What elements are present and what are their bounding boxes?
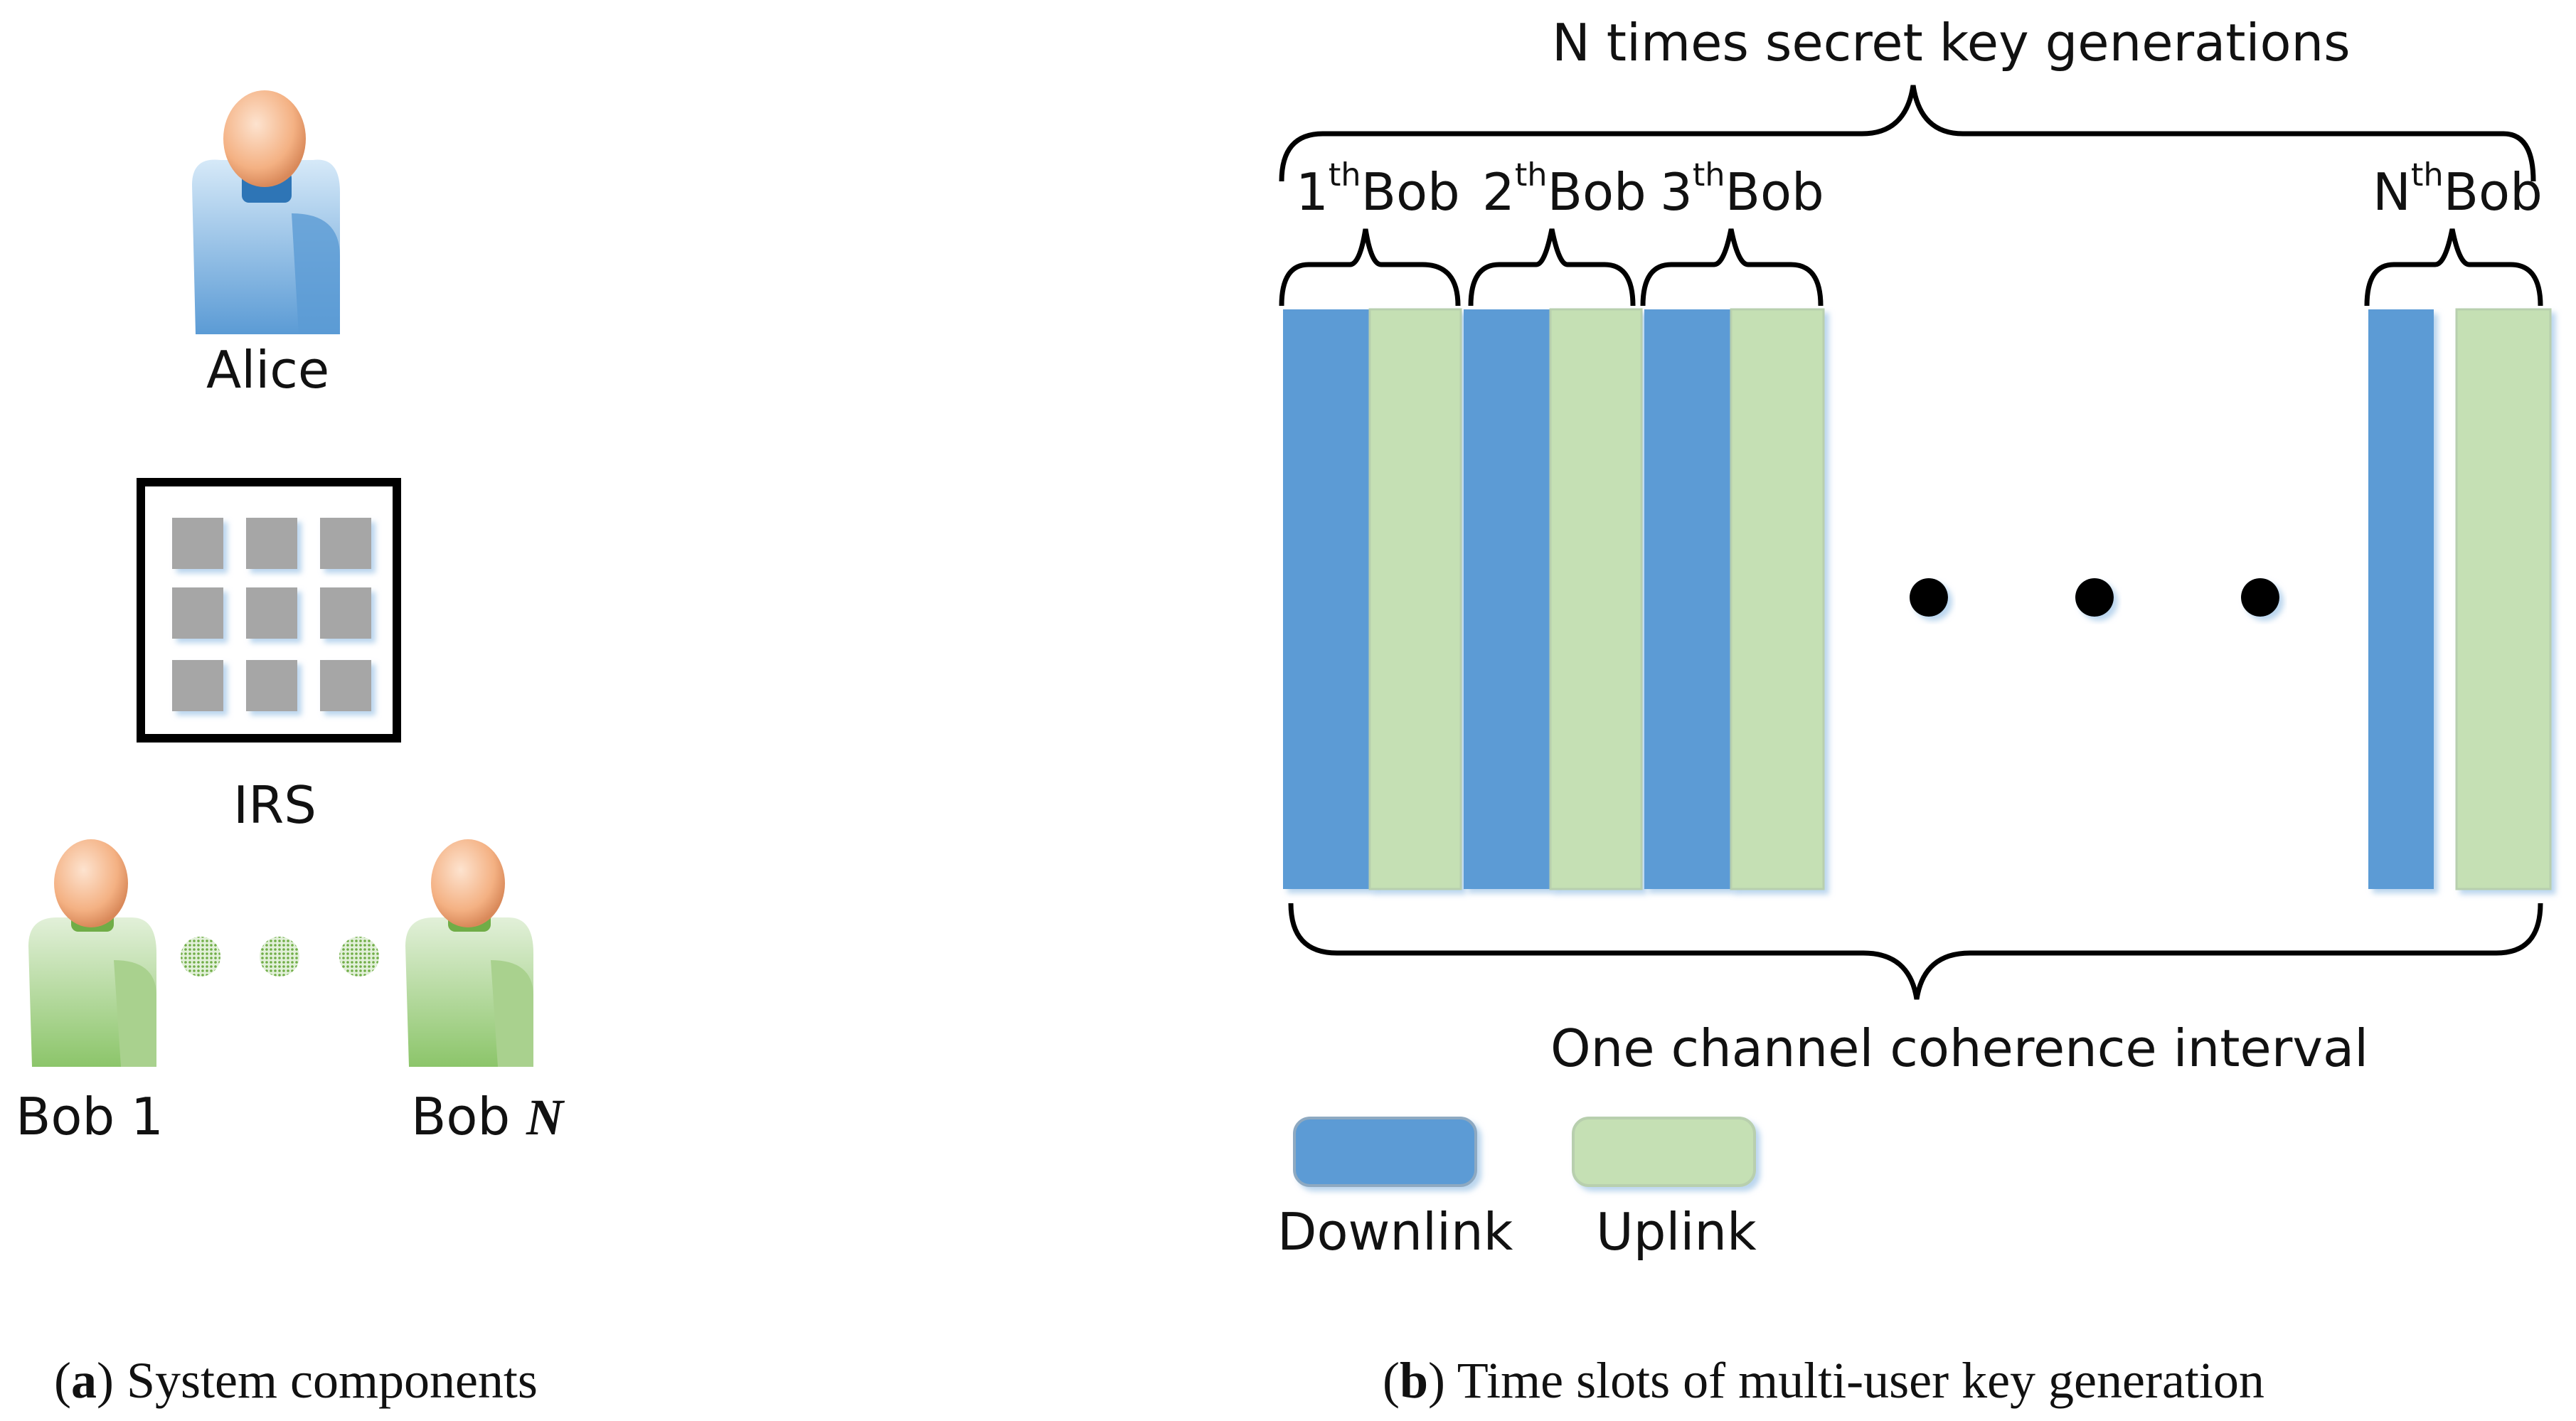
bobn-downlink-slot xyxy=(2368,309,2434,889)
bob3-uplink-slot xyxy=(1730,308,1825,890)
bob2-uplink-slot xyxy=(1549,308,1643,890)
bobn-label-prefix: Bob xyxy=(411,1087,511,1146)
bob3-downlink-slot xyxy=(1644,309,1731,889)
bob3-slot-label: 3thBob xyxy=(1660,156,1824,222)
bottom-brace xyxy=(1288,903,2543,1000)
irs-tile-2-0 xyxy=(172,660,223,711)
irs-tile-2-2 xyxy=(320,660,371,711)
bob1-uplink-slot xyxy=(1368,308,1462,890)
irs-tile-1-0 xyxy=(172,587,223,639)
bobn-label-n: N xyxy=(526,1089,564,1146)
bob1-person-icon xyxy=(28,839,156,1067)
bobs-ellipsis-dots xyxy=(181,937,379,976)
irs-tile-0-0 xyxy=(172,518,223,569)
bobn-uplink-slot xyxy=(2455,308,2552,890)
bob1-downlink-slot xyxy=(1283,309,1370,889)
legend-uplink-label: Uplink xyxy=(1596,1202,1757,1262)
alice-person-icon xyxy=(192,90,340,334)
bobn-person-icon xyxy=(405,839,533,1067)
slot-bars xyxy=(1283,308,2552,890)
legend-downlink-swatch xyxy=(1293,1117,1477,1187)
irs-tile-0-1 xyxy=(246,518,297,569)
bob2-slot-label: 2thBob xyxy=(1482,156,1646,222)
irs-tile-1-2 xyxy=(320,587,371,639)
alice-label: Alice xyxy=(206,340,330,400)
irs-tile-0-2 xyxy=(320,518,371,569)
bobn-label: Bob N xyxy=(411,1087,563,1147)
top-brace xyxy=(1279,85,2536,182)
irs-tile-grid xyxy=(172,518,371,711)
bob2-downlink-slot xyxy=(1464,309,1550,889)
irs-tile-1-1 xyxy=(246,587,297,639)
irs-label: IRS xyxy=(233,775,316,835)
irs-tile-2-1 xyxy=(246,660,297,711)
caption-b: (b) Time slots of multi-user key generat… xyxy=(1383,1352,2264,1409)
legend-uplink-swatch xyxy=(1572,1117,1756,1187)
bob1-slot-label: 1thBob xyxy=(1296,156,1460,222)
bobn-slot-label: NthBob xyxy=(2373,156,2543,222)
bottom-brace-label: One channel coherence interval xyxy=(1550,1018,2369,1078)
top-brace-label: N times secret key generations xyxy=(1552,13,2351,73)
slots-ellipsis-dots xyxy=(1910,578,2279,617)
caption-a: (a) System components xyxy=(54,1352,538,1409)
bob3-brace xyxy=(1640,228,1824,307)
bobn-brace xyxy=(2364,228,2543,307)
bob1-brace xyxy=(1279,228,1461,307)
bob1-label: Bob 1 xyxy=(16,1087,164,1146)
bob2-brace xyxy=(1468,228,1636,307)
legend-downlink-label: Downlink xyxy=(1277,1202,1513,1262)
